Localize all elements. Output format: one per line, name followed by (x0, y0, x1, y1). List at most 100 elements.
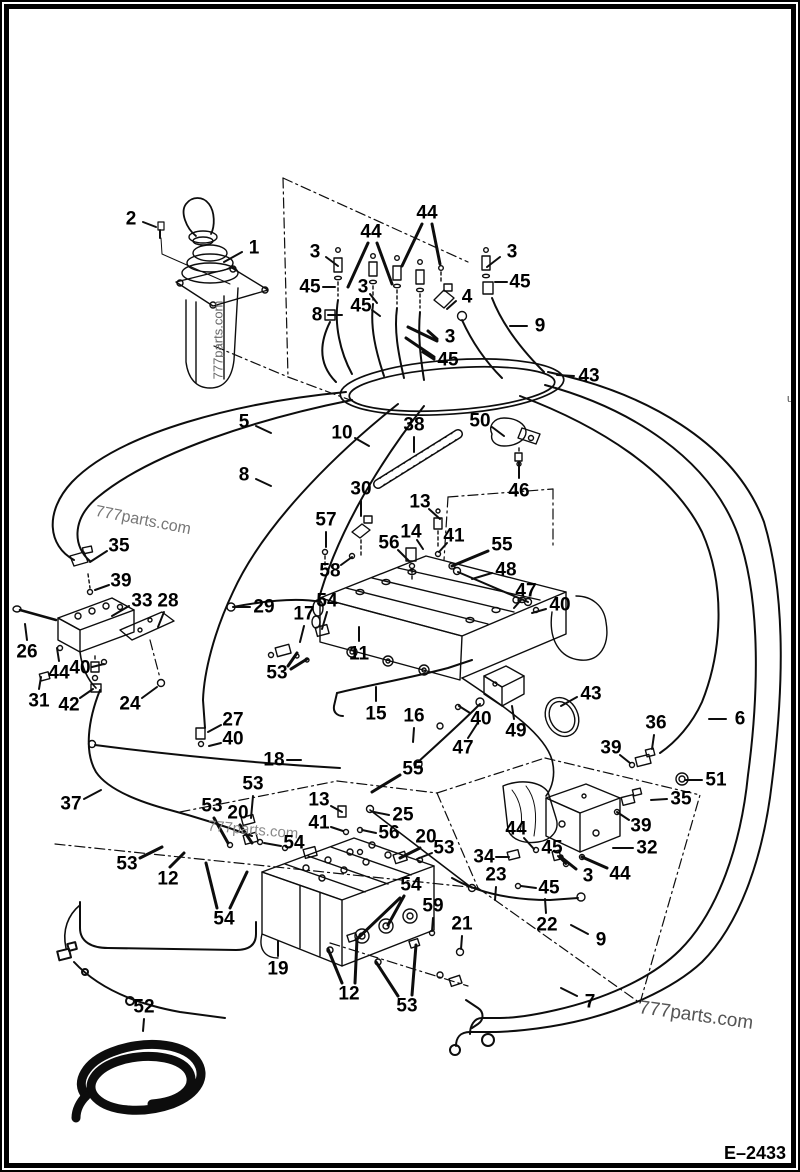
part-callout-5: 5 (238, 411, 250, 433)
leader-line-1 (223, 251, 243, 263)
part-callout-9: 9 (534, 315, 546, 337)
leader-line-27 (207, 724, 222, 733)
joystick-assembly (157, 197, 269, 389)
part-callout-54: 54 (283, 832, 305, 854)
leader-line-8 (255, 478, 272, 487)
part-callout-45: 45 (538, 877, 560, 899)
part-callout-4: 4 (461, 286, 473, 308)
part-callout-12: 12 (157, 868, 179, 890)
part-callout-2: 2 (125, 208, 137, 230)
watermark-text: u (786, 393, 794, 405)
part-callout-9: 9 (595, 929, 607, 951)
leader-line-10 (354, 437, 370, 447)
part-callout-43: 43 (578, 365, 600, 387)
part-callout-55: 55 (402, 758, 424, 780)
part-callout-23: 23 (485, 864, 507, 886)
inner-frame (4, 4, 796, 1168)
part-callout-35: 35 (108, 535, 130, 557)
part-callout-53: 53 (116, 853, 138, 875)
leader-line-44 (400, 222, 424, 268)
part-callout-58: 58 (319, 560, 341, 582)
part-callout-29: 29 (253, 596, 275, 618)
leader-line-45 (557, 855, 567, 865)
leader-line-56 (397, 549, 410, 562)
leader-line-13 (428, 508, 441, 520)
leader-line-31 (38, 676, 42, 690)
part-callout-57: 57 (315, 509, 337, 531)
part-callout-40: 40 (470, 708, 492, 730)
leader-line-44 (56, 647, 60, 662)
part-callout-7: 7 (584, 991, 596, 1013)
part-callout-6: 6 (734, 708, 746, 730)
part-callout-27: 27 (222, 709, 244, 731)
leader-line-12 (168, 851, 186, 869)
part-callout-17: 17 (293, 603, 315, 625)
coiled-hose (71, 1039, 206, 1123)
leader-line-3 (406, 325, 439, 343)
part-callout-59: 59 (422, 895, 444, 917)
part-callout-53: 53 (242, 773, 264, 795)
part-callout-45: 45 (299, 276, 321, 298)
leader-line-45 (371, 309, 381, 317)
part-callout-49: 49 (505, 720, 527, 742)
part-callout-46: 46 (508, 480, 530, 502)
part-callout-51: 51 (705, 769, 727, 791)
leader-line-40 (91, 663, 105, 668)
leader-line-53 (286, 651, 299, 668)
part-callout-44: 44 (505, 818, 527, 840)
leader-line-5 (255, 425, 272, 434)
part-callout-50: 50 (469, 410, 491, 432)
part-callout-14: 14 (400, 521, 422, 543)
leader-line-54 (228, 870, 249, 910)
part-callout-37: 37 (60, 793, 82, 815)
part-callout-45: 45 (509, 271, 531, 293)
leader-line-53 (138, 845, 164, 860)
part-callout-40: 40 (222, 728, 244, 750)
part-callout-20: 20 (415, 826, 437, 848)
leader-line-43 (556, 374, 575, 377)
part-callout-55: 55 (491, 534, 513, 556)
part-callout-3: 3 (506, 241, 518, 263)
part-callout-54: 54 (213, 908, 235, 930)
part-callout-28: 28 (157, 590, 179, 612)
part-callout-52: 52 (133, 996, 155, 1018)
leader-line-54 (204, 861, 219, 910)
leader-line-39 (616, 811, 630, 821)
leader-line-48 (471, 572, 493, 580)
leader-line-44 (346, 241, 370, 289)
leader-line-28 (157, 611, 165, 628)
part-callout-36: 36 (645, 712, 667, 734)
leader-line-9 (570, 924, 589, 935)
part-callout-30: 30 (350, 478, 372, 500)
leader-line-39 (619, 754, 631, 764)
leader-line-35 (650, 798, 668, 801)
leader-line-53 (289, 657, 309, 671)
part-callout-3: 3 (444, 326, 456, 348)
leader-line-16 (412, 727, 415, 743)
leader-line-3 (559, 855, 578, 871)
leader-line-47 (467, 723, 478, 739)
leader-line-25 (373, 811, 390, 816)
part-callout-8: 8 (311, 304, 323, 326)
part-callout-47: 47 (452, 737, 474, 759)
part-callout-44: 44 (360, 221, 382, 243)
part-callout-11: 11 (348, 643, 370, 665)
part-callout-40: 40 (69, 657, 91, 679)
part-callout-39: 39 (110, 570, 132, 592)
part-callout-40: 40 (549, 594, 571, 616)
leader-line-2 (142, 221, 157, 228)
leader-line-55 (370, 773, 402, 794)
leader-line-41 (438, 542, 448, 553)
leader-line-59 (431, 917, 434, 932)
leader-line-54 (263, 842, 282, 847)
part-callout-31: 31 (28, 690, 50, 712)
part-callout-3: 3 (582, 865, 594, 887)
relay-box-49 (483, 665, 580, 738)
part-callout-1: 1 (248, 237, 260, 259)
part-callout-19: 19 (267, 958, 289, 980)
part-callout-25: 25 (392, 804, 414, 826)
part-callout-41: 41 (443, 525, 465, 547)
